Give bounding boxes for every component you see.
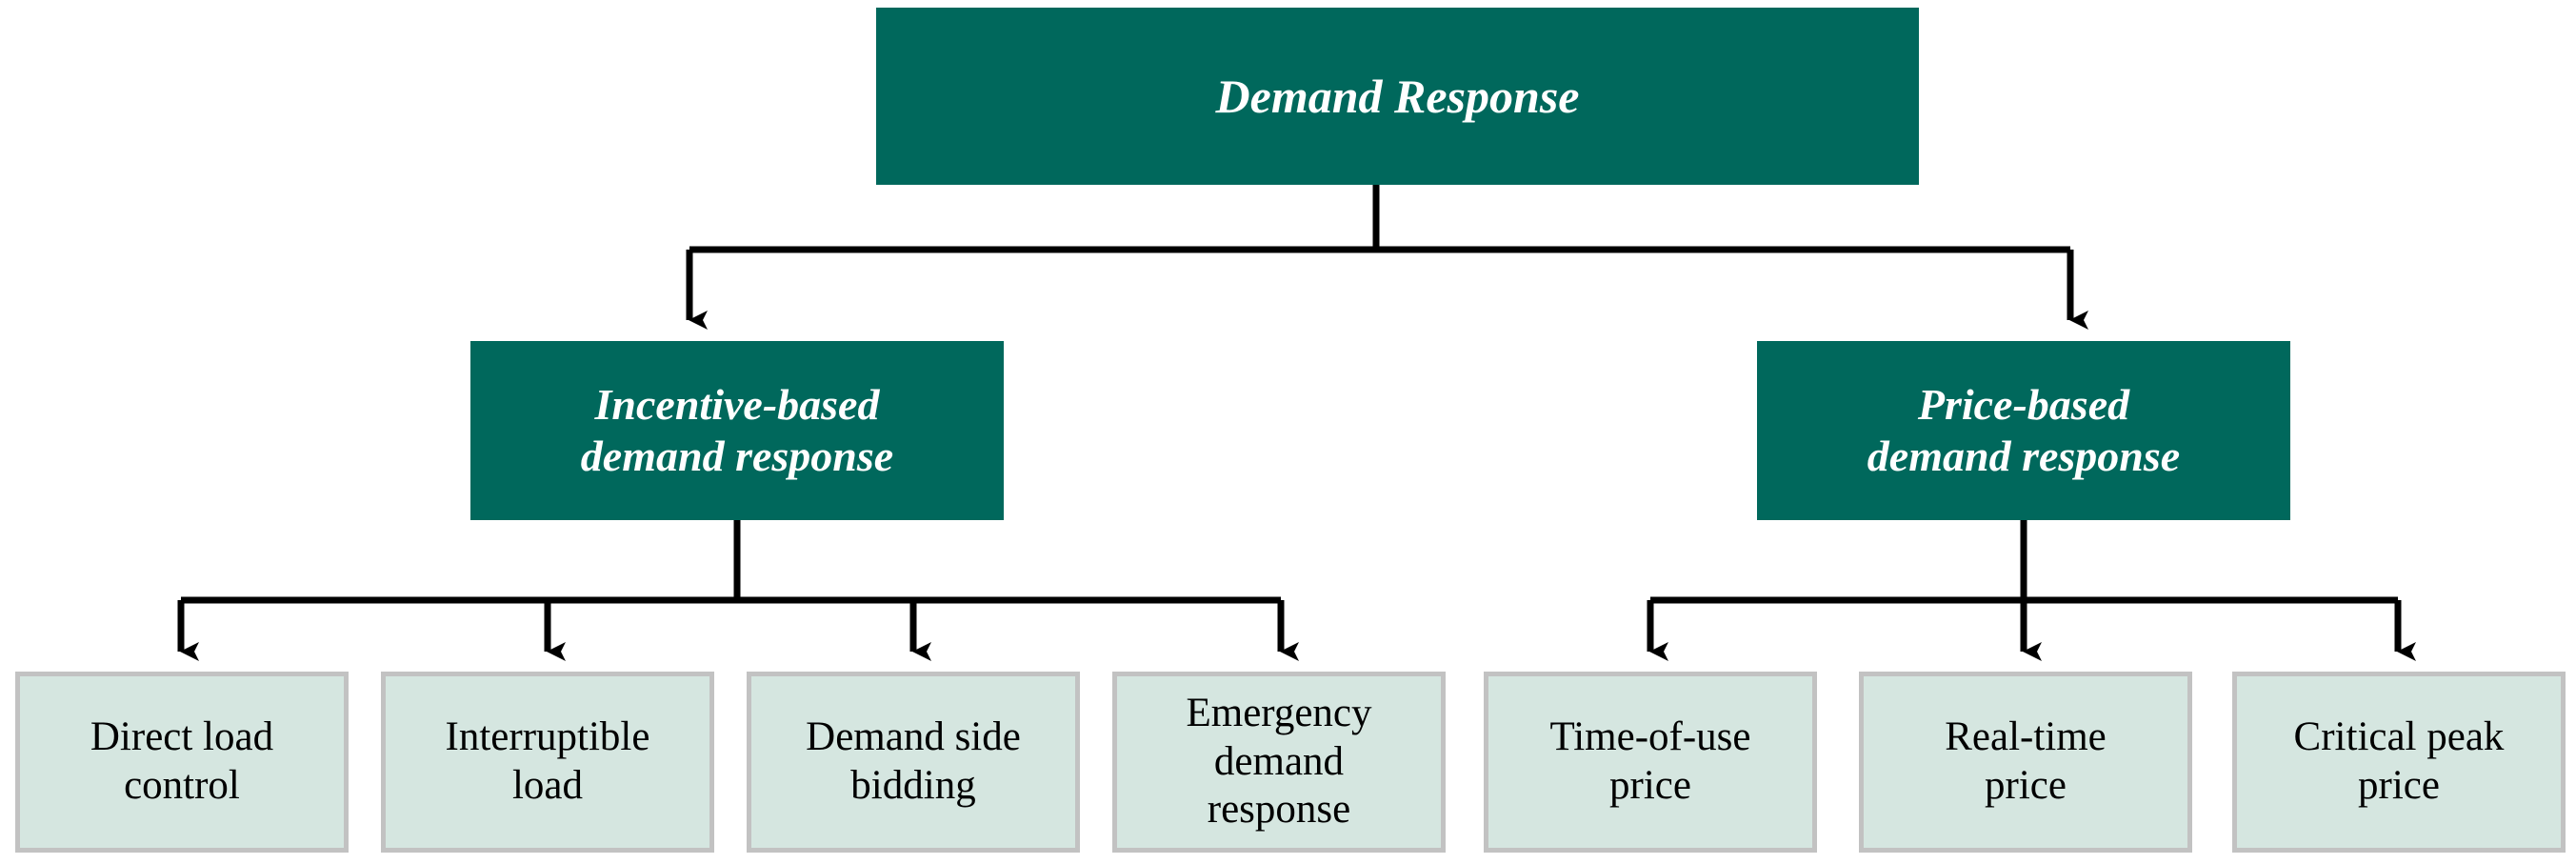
node-time-of-use-price-label: Time-of-use price (1549, 714, 1751, 808)
node-demand-side-bidding-label: Demand side bidding (806, 714, 1021, 808)
node-incentive-based-demand-response: Incentive-based demand response (470, 341, 1004, 520)
node-emergency-demand-response: Emergency demand response (1112, 672, 1446, 853)
node-demand-side-bidding: Demand side bidding (747, 672, 1080, 853)
node-incentive-based-demand-response-label: Incentive-based demand response (580, 379, 894, 480)
node-direct-load-control-label: Direct load control (90, 714, 274, 808)
node-price-based-demand-response-label: Price-based demand response (1867, 379, 2181, 480)
node-critical-peak-price-label: Critical peak price (2293, 714, 2505, 808)
node-emergency-demand-response-label: Emergency demand response (1186, 690, 1372, 833)
node-interruptible-load-label: Interruptible load (445, 714, 650, 808)
node-critical-peak-price: Critical peak price (2232, 672, 2566, 853)
node-real-time-price: Real-time price (1859, 672, 2192, 853)
node-real-time-price-label: Real-time price (1945, 714, 2107, 808)
node-demand-response-label: Demand Response (1215, 69, 1580, 123)
node-price-based-demand-response: Price-based demand response (1757, 341, 2290, 520)
node-direct-load-control: Direct load control (15, 672, 349, 853)
node-interruptible-load: Interruptible load (381, 672, 714, 853)
node-time-of-use-price: Time-of-use price (1484, 672, 1817, 853)
node-demand-response: Demand Response (876, 8, 1919, 185)
